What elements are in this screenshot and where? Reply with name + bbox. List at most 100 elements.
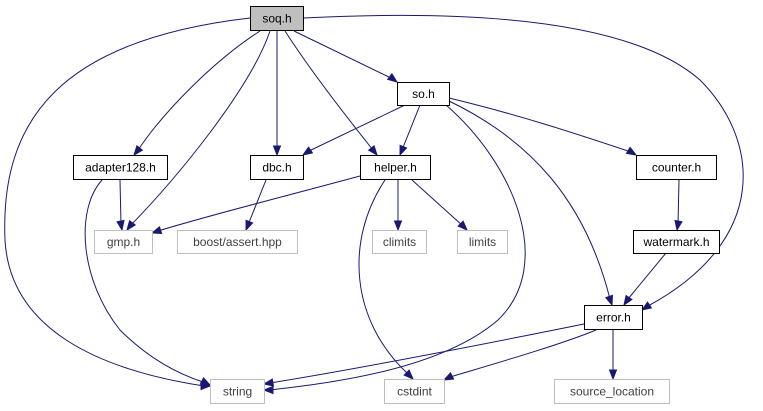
node-label: watermark.h: [642, 235, 709, 249]
edge-helper-to-cstdint: [358, 179, 414, 380]
edge-line: [284, 30, 374, 151]
node-box: [457, 230, 508, 254]
nodes: soq.h so.h adapter128.h dbc.h helper.h counte…: [73, 6, 720, 404]
edge-adapter128-to-gmp: [116, 179, 125, 232]
node-helper[interactable]: helper.h: [360, 155, 431, 180]
node-label: adapter128.h: [85, 161, 156, 175]
node-box: [73, 155, 168, 180]
node-soq[interactable]: soq.h: [250, 6, 304, 31]
edge-line: [269, 104, 526, 391]
arrowhead: [199, 376, 212, 386]
arrowhead: [442, 371, 455, 381]
node-so[interactable]: so.h: [397, 82, 450, 106]
edge-watermark-to-error: [623, 252, 667, 307]
edge-line: [269, 323, 585, 384]
node-label: cstdint: [397, 385, 432, 399]
arrowhead: [301, 146, 314, 156]
edge-soq-to-error: [302, 14, 744, 311]
node-error[interactable]: error.h: [584, 305, 643, 330]
edge-soq-to-adapter128: [133, 30, 261, 157]
edge-line: [677, 179, 680, 225]
arrowhead: [393, 220, 403, 232]
edge-line: [401, 104, 421, 151]
arrowhead: [386, 72, 399, 83]
arrowhead: [403, 369, 414, 380]
edge-soq-to-string: [4, 17, 251, 391]
node-string[interactable]: string: [210, 379, 265, 404]
edge-line: [157, 175, 361, 232]
node-adapter128[interactable]: adapter128.h: [73, 155, 168, 180]
edge-soq-to-gmp: [126, 30, 271, 232]
arrowhead: [623, 294, 633, 307]
edge-soq-to-helper: [284, 30, 378, 157]
edge-line: [119, 179, 122, 225]
node-label: counter.h: [652, 161, 701, 175]
edge-line: [448, 100, 611, 300]
edge-so-to-dbc: [301, 104, 406, 156]
node-label: gmp.h: [107, 235, 140, 249]
node-gmp[interactable]: gmp.h: [94, 230, 153, 254]
edge-line: [137, 30, 261, 151]
node-box: [633, 230, 720, 254]
node-box: [177, 230, 298, 254]
edge-line: [627, 252, 667, 300]
edge-line: [247, 179, 267, 226]
edge-error-to-cstdint: [442, 329, 597, 381]
node-cstdint[interactable]: cstdint: [384, 379, 445, 404]
arrowhead: [674, 219, 683, 232]
edge-soq-to-dbc: [272, 31, 282, 157]
edge-so-to-helper: [399, 104, 421, 157]
edge-so-to-string: [262, 104, 526, 395]
node-boost-assert[interactable]: boost/assert.hpp: [177, 230, 298, 254]
arrowhead: [126, 219, 137, 232]
node-box: [210, 379, 265, 404]
arrowhead: [262, 385, 274, 395]
node-label: source_location: [570, 385, 654, 399]
node-box: [584, 305, 643, 330]
node-label: so.h: [412, 87, 435, 101]
edge-line: [358, 179, 409, 375]
node-label: boost/assert.hpp: [193, 235, 282, 249]
arrowhead: [367, 144, 378, 157]
node-label: limits: [469, 235, 496, 249]
arrowhead: [150, 225, 163, 235]
node-box: [384, 379, 445, 404]
edge-dbc-to-boost_assert: [245, 179, 267, 232]
edge-so-to-error: [448, 100, 614, 307]
node-counter[interactable]: counter.h: [636, 155, 717, 180]
node-label: string: [223, 385, 252, 399]
edge-helper-to-limits: [411, 179, 468, 231]
node-label: helper.h: [374, 161, 417, 175]
arrowhead: [245, 219, 254, 232]
edge-helper-to-gmp: [150, 175, 361, 235]
edge-line: [411, 179, 464, 227]
node-label: soq.h: [262, 12, 291, 26]
node-box: [250, 6, 304, 31]
edges: [4, 14, 744, 395]
edge-error-to-source_location: [608, 330, 618, 381]
edge-line: [302, 14, 744, 307]
edge-so-to-counter: [448, 97, 638, 156]
arrowhead: [640, 301, 653, 311]
arrowhead: [604, 294, 614, 307]
edge-helper-to-climits: [393, 180, 403, 232]
node-label: climits: [383, 235, 416, 249]
arrowhead: [457, 220, 468, 231]
node-watermark[interactable]: watermark.h: [633, 230, 720, 254]
node-box: [250, 155, 304, 180]
edge-line: [4, 17, 251, 387]
edge-line: [293, 30, 394, 80]
node-dbc[interactable]: dbc.h: [250, 155, 304, 180]
node-limits[interactable]: limits: [457, 230, 508, 254]
node-label: error.h: [596, 311, 631, 325]
node-climits[interactable]: climits: [372, 230, 427, 254]
edge-line: [448, 97, 632, 153]
edge-line: [308, 104, 406, 152]
node-box: [94, 230, 153, 254]
edge-line: [129, 30, 271, 227]
edge-error-to-string: [262, 323, 585, 387]
node-source-location[interactable]: source_location: [554, 379, 670, 404]
node-box: [372, 230, 427, 254]
node-label: dbc.h: [262, 161, 291, 175]
